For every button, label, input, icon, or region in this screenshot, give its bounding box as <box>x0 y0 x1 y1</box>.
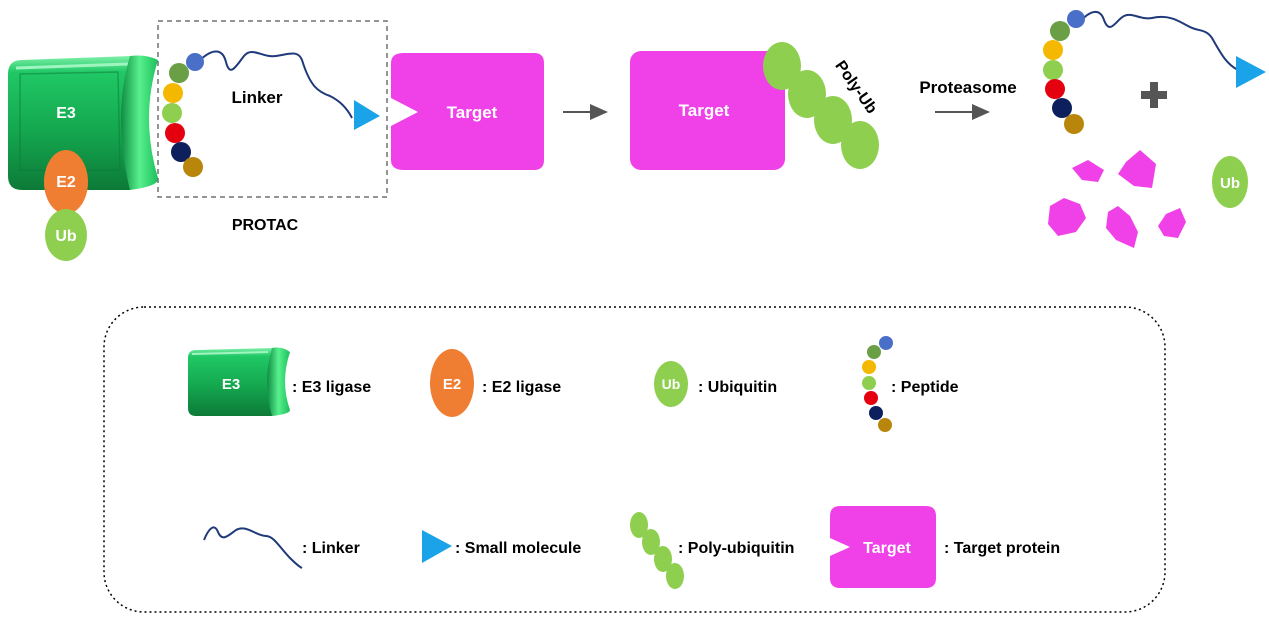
linker-line <box>1079 11 1239 71</box>
ubiquitin-icon <box>1212 156 1248 208</box>
free-ubiquitin: Ub <box>1212 156 1248 208</box>
legend-target-item: Target : Target protein <box>830 506 1060 588</box>
legend-poly-ub-text: : Poly-ubiquitin <box>678 540 794 557</box>
poly-ub-bead <box>763 42 801 90</box>
e3-ligase-icon <box>188 347 290 416</box>
peptide-icon <box>862 336 893 432</box>
target-fragment <box>1072 160 1104 182</box>
ubiquitinated-target: Target Poly-Ub <box>630 42 880 170</box>
ubiquitin-icon <box>654 361 688 407</box>
target-fragment <box>1106 206 1138 248</box>
small-molecule-icon <box>1236 56 1266 88</box>
e3-label: E3 <box>56 105 76 122</box>
ubiquitin-icon <box>45 209 87 261</box>
legend-small-molecule-item: : Small molecule <box>422 530 581 563</box>
small-molecule-icon <box>354 100 380 130</box>
protac-box <box>157 20 388 198</box>
legend-target-text: : Target protein <box>944 540 1060 557</box>
legend-small-molecule-text: : Small molecule <box>455 540 581 557</box>
e3-ligase-icon <box>8 55 159 190</box>
legend-e2-item: E2 : E2 ligase <box>430 349 561 417</box>
peptide-bead <box>1052 98 1072 118</box>
peptide-bead <box>1045 79 1065 99</box>
linker-icon <box>203 526 303 569</box>
e3-ligase-complex: E3 E2 Ub <box>8 55 159 261</box>
target-protein <box>630 51 785 170</box>
target-fragment <box>1118 150 1156 188</box>
peptide-bead <box>1043 60 1063 80</box>
target-fragment <box>1048 198 1086 236</box>
e2-ligase-icon <box>44 150 88 214</box>
legend-ub-icon-label: Ub <box>662 376 681 392</box>
legend-ub-text: : Ubiquitin <box>698 379 777 396</box>
peptide-bead <box>165 123 185 143</box>
legend-box <box>103 306 1166 613</box>
legend-peptide-item: : Peptide <box>862 336 959 432</box>
peptide-bead <box>1064 114 1084 134</box>
recycled-protac <box>1043 10 1266 134</box>
legend-e3-item: E3 : E3 ligase <box>188 347 371 416</box>
e2-ligase-icon <box>430 349 474 417</box>
legend-e2-text: : E2 ligase <box>482 379 561 396</box>
poly-ub-bead <box>841 121 879 169</box>
plus-icon <box>1141 82 1167 108</box>
target-protein: Target <box>391 53 544 170</box>
poly-ubiquitin-icon <box>630 512 684 589</box>
peptide-bead <box>1067 10 1085 28</box>
peptide-bead <box>163 83 183 103</box>
legend-target-icon-label: Target <box>863 540 911 557</box>
peptide-bead <box>162 103 182 123</box>
legend-e2-icon-label: E2 <box>443 376 461 393</box>
small-molecule-icon <box>422 530 452 563</box>
protac-molecule: Linker PROTAC <box>157 20 388 234</box>
target-protein-icon <box>830 506 936 588</box>
legend-peptide-text: : Peptide <box>891 379 959 396</box>
peptide-bead <box>183 157 203 177</box>
peptide-bead <box>1050 21 1070 41</box>
target-fragment <box>1158 208 1186 238</box>
ub-label: Ub <box>55 228 77 245</box>
legend-ub-item: Ub : Ubiquitin <box>654 361 777 407</box>
peptide-bead <box>169 63 189 83</box>
peptide-bead <box>186 53 204 71</box>
degraded-target-fragments <box>1048 150 1186 248</box>
ub-free-label: Ub <box>1220 175 1240 192</box>
peptide-bead <box>171 142 191 162</box>
legend-e3-icon-label: E3 <box>222 376 240 393</box>
poly-ub-bead <box>814 96 852 144</box>
target-label-2: Target <box>679 101 730 120</box>
legend-linker-text: : Linker <box>302 540 360 557</box>
proteasome-label: Proteasome <box>919 78 1016 97</box>
protac-label: PROTAC <box>232 217 299 234</box>
linker-label: Linker <box>231 88 282 107</box>
peptide-bead <box>1043 40 1063 60</box>
linker-line <box>197 50 353 119</box>
legend-poly-ub-item: : Poly-ubiquitin <box>630 512 794 589</box>
legend-linker-item: : Linker <box>203 526 360 569</box>
legend-e3-text: : E3 ligase <box>292 379 371 396</box>
target-label: Target <box>447 103 498 122</box>
poly-ub-bead <box>788 70 826 118</box>
e2-label: E2 <box>56 174 76 191</box>
